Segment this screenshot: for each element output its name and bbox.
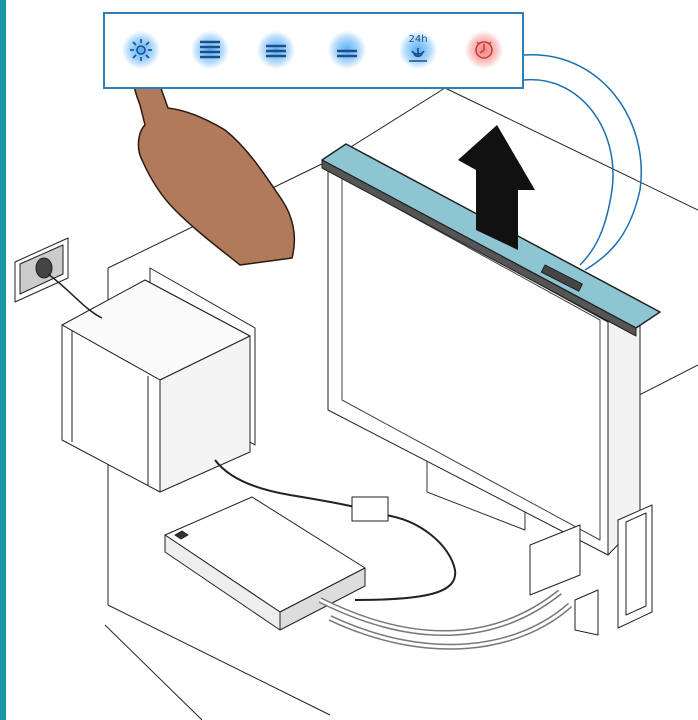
control-panel-callout: 24h <box>103 12 524 89</box>
motor-unit <box>61 267 256 493</box>
24h-fan-icon <box>409 48 427 62</box>
side-accent-stripe <box>0 0 6 720</box>
light-icon <box>130 39 152 61</box>
speed-3-button[interactable] <box>191 31 229 69</box>
hood-bracket <box>529 524 599 636</box>
timer-icon <box>475 41 493 59</box>
speed-3-icon <box>200 40 220 59</box>
timer-button[interactable] <box>465 31 503 69</box>
hand-pointer <box>130 48 296 266</box>
24h-fan-button[interactable]: 24h <box>399 31 437 69</box>
speed-2-button[interactable] <box>257 31 295 69</box>
24h-label: 24h <box>408 34 428 45</box>
light-button[interactable] <box>122 31 160 69</box>
speed-1-icon <box>337 49 357 58</box>
speed-1-button[interactable] <box>328 31 366 69</box>
wall-socket <box>14 237 103 319</box>
cables <box>214 459 573 650</box>
up-arrow <box>458 125 535 250</box>
callout-lines <box>523 54 642 271</box>
speed-2-icon <box>266 44 286 58</box>
